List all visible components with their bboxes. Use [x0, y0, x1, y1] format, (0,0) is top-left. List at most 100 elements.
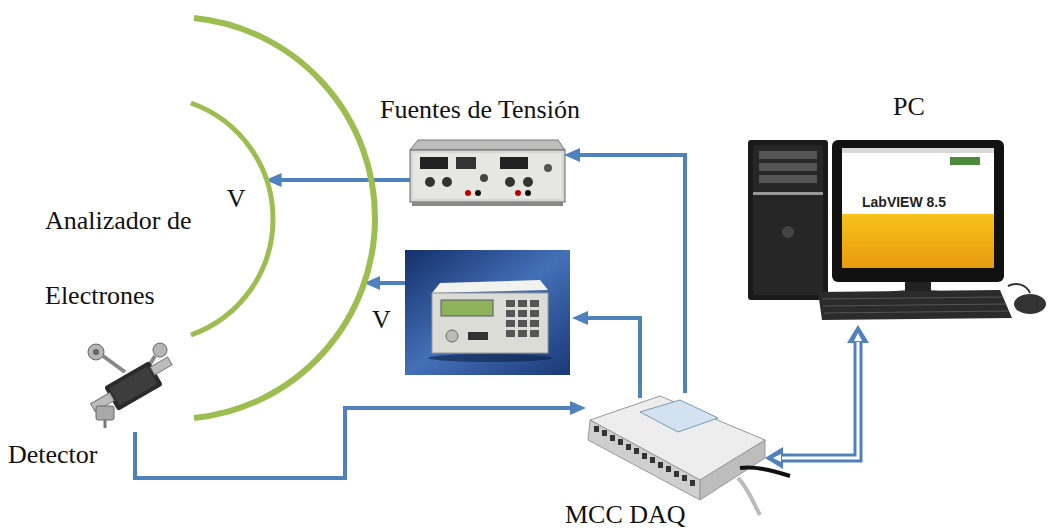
connector-layer	[135, 155, 858, 478]
instrument-illustration	[428, 354, 552, 362]
instrument-illustration	[405, 250, 570, 375]
detector-illustration	[93, 349, 99, 355]
instrument-illustration	[518, 320, 527, 327]
power-supply-illustration	[525, 190, 531, 196]
instrument-illustration	[530, 330, 539, 337]
analyzer-electrode	[194, 18, 375, 418]
instrument-illustration	[518, 300, 527, 307]
daq-illustration	[658, 462, 663, 468]
signal-arrows	[587, 318, 640, 398]
detector-illustration	[88, 344, 104, 360]
pc-illustration	[1008, 284, 1030, 293]
electron-analyzer: Analizador de Electrones	[10, 10, 385, 430]
detector-illustration	[150, 357, 172, 375]
detector-illustration	[87, 352, 179, 421]
detector-illustration	[96, 406, 114, 420]
detector-illustration	[109, 366, 157, 405]
daq-illustration	[674, 471, 679, 477]
power-supply-illustration	[544, 164, 552, 172]
instrument-illustration	[506, 310, 515, 317]
daq-illustration	[666, 466, 671, 472]
connector	[782, 342, 858, 458]
pc-illustration	[1014, 294, 1046, 314]
daq-illustration	[700, 440, 765, 500]
daq-illustration	[690, 480, 695, 486]
instrument-illustration	[405, 250, 570, 375]
node-label: Detector	[8, 440, 98, 470]
analyzer-electrode	[191, 103, 273, 335]
power-supply-illustration	[505, 177, 515, 187]
pc-illustration	[759, 175, 817, 183]
node-label: Fuentes de Tensión	[380, 95, 580, 125]
detector-illustration	[104, 420, 107, 428]
node-label: MCC DAQ	[565, 500, 686, 530]
daq-illustration	[682, 475, 687, 481]
power-supply-illustration	[410, 150, 565, 202]
connector	[579, 155, 685, 393]
pc-illustration	[753, 145, 823, 295]
pc-illustration	[950, 157, 980, 165]
power-supply-illustration	[523, 177, 533, 187]
pc-illustration	[832, 140, 1004, 282]
daq-illustration	[610, 435, 615, 441]
pc: PC	[742, 130, 1047, 325]
power-supply-illustration	[425, 177, 435, 187]
power-supply-illustration	[410, 140, 565, 206]
power-supply-illustration	[413, 153, 562, 199]
power-supply-illustration	[480, 174, 488, 182]
daq-illustration	[588, 420, 700, 500]
daq-illustration	[738, 478, 760, 515]
pc-illustration	[842, 148, 994, 153]
connector-line	[782, 342, 858, 458]
daq-illustration	[634, 448, 639, 454]
instrument-illustration	[518, 310, 527, 317]
instrument-illustration	[432, 293, 548, 353]
instrument-illustration	[506, 330, 515, 337]
pc-illustration	[824, 311, 1009, 313]
daq-illustration	[588, 396, 790, 515]
daq-illustration	[740, 467, 790, 476]
power-supply-illustration	[442, 177, 452, 187]
pc-illustration	[782, 226, 794, 238]
connector-line	[281, 178, 410, 182]
instrument-illustration	[530, 320, 539, 327]
power-supply-illustration	[475, 190, 481, 196]
instrument-illustration	[506, 300, 515, 307]
daq-illustration	[618, 439, 623, 445]
instrument-illustration	[518, 330, 527, 337]
detector-illustration	[103, 356, 125, 372]
daq-illustration	[642, 453, 647, 459]
pc-illustration	[759, 163, 817, 171]
instrument-illustration	[530, 310, 539, 317]
detector-illustration	[153, 343, 167, 357]
voltage-label: V	[372, 305, 391, 335]
power-supply: Fuentes de Tensión	[410, 140, 565, 205]
detector: Detector	[78, 338, 183, 432]
node-label: PC	[893, 92, 925, 122]
connector-line	[579, 155, 685, 393]
signal-arrows	[379, 283, 640, 398]
instrument-illustration	[506, 320, 515, 327]
daq-illustration	[602, 430, 607, 436]
screen-text: LabVIEW 8.5	[862, 194, 946, 210]
signal-arrows	[379, 281, 405, 285]
power-supply-illustration	[420, 157, 448, 169]
power-supply-illustration	[515, 190, 521, 196]
power-supply-illustration	[465, 190, 471, 196]
pc-illustration	[822, 297, 1003, 299]
detector-illustration	[87, 343, 179, 428]
instrument-illustration	[530, 300, 539, 307]
power-supply-illustration	[412, 202, 563, 206]
pc-illustration	[748, 140, 828, 300]
daq-illustration	[594, 426, 599, 432]
instrument-illustration	[432, 280, 548, 293]
pc-illustration	[842, 148, 994, 268]
instrument-illustration	[441, 300, 493, 316]
connector-line	[782, 342, 858, 458]
instrument-illustration	[446, 330, 458, 342]
power-supply-illustration	[456, 157, 476, 169]
connector	[281, 180, 410, 181]
power-supply-illustration	[410, 140, 565, 150]
